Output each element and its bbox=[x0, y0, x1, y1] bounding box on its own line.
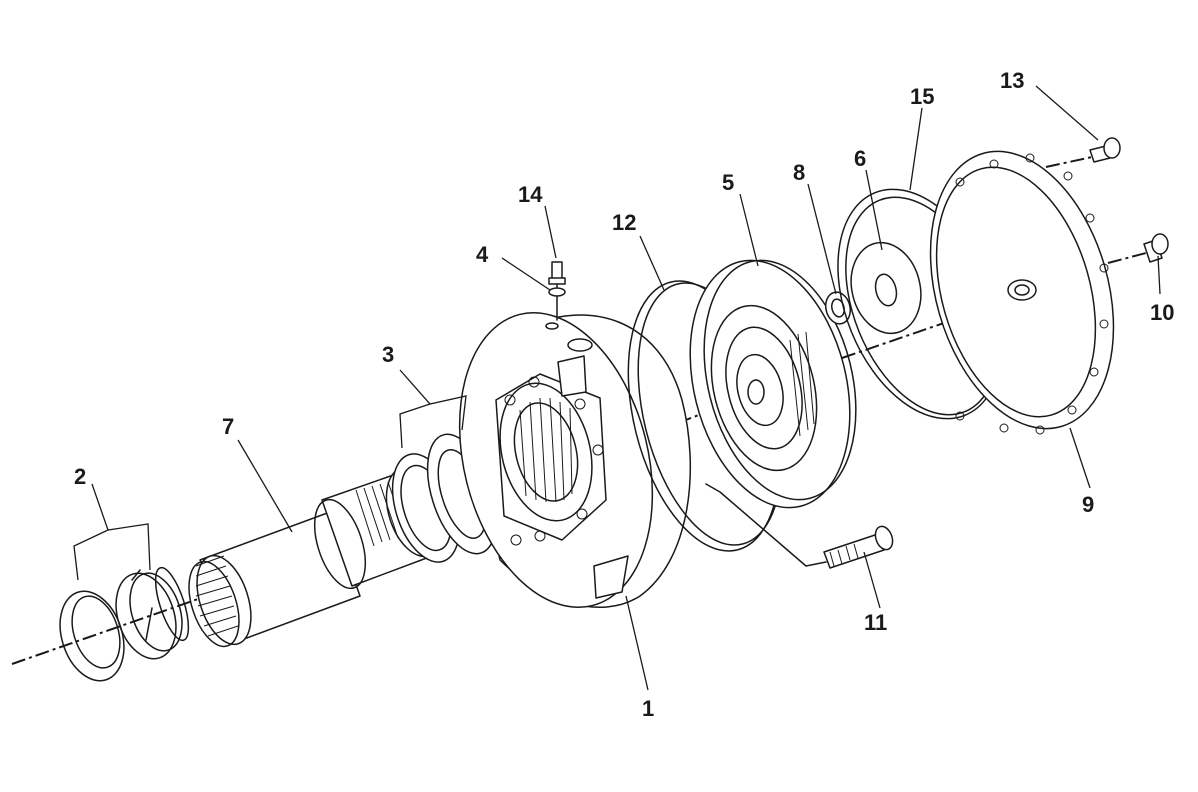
leader-lines bbox=[73, 85, 1161, 691]
callout-5: 5 bbox=[722, 170, 734, 195]
part-11-bolt bbox=[705, 483, 894, 569]
part-4-washer bbox=[548, 287, 566, 297]
callout-3: 3 bbox=[382, 342, 394, 367]
callout-7: 7 bbox=[222, 414, 234, 439]
callout-8: 8 bbox=[793, 160, 805, 185]
callout-1: 1 bbox=[642, 696, 654, 721]
callout-10: 10 bbox=[1150, 300, 1174, 325]
callout-15: 15 bbox=[910, 84, 934, 109]
part-9-end-cover bbox=[929, 150, 1115, 435]
callout-12: 12 bbox=[612, 210, 636, 235]
callout-14: 14 bbox=[518, 182, 543, 207]
callout-9: 9 bbox=[1082, 492, 1094, 517]
part-13-bolt bbox=[1089, 137, 1121, 163]
part-1-housing bbox=[458, 312, 691, 608]
callout-6: 6 bbox=[854, 146, 866, 171]
part-10-plug bbox=[1143, 233, 1169, 263]
callout-labels: 1 2 3 4 5 6 7 8 9 10 11 12 13 14 15 bbox=[74, 68, 1174, 721]
callout-2: 2 bbox=[74, 464, 86, 489]
part-14-fitting bbox=[548, 261, 566, 321]
callout-11: 11 bbox=[864, 610, 887, 635]
part-6-thrust-washer bbox=[850, 241, 922, 335]
part-2-snap-rings bbox=[59, 566, 190, 682]
part-5-plate bbox=[689, 259, 857, 509]
callout-4: 4 bbox=[476, 242, 489, 267]
callout-13: 13 bbox=[1000, 68, 1024, 93]
